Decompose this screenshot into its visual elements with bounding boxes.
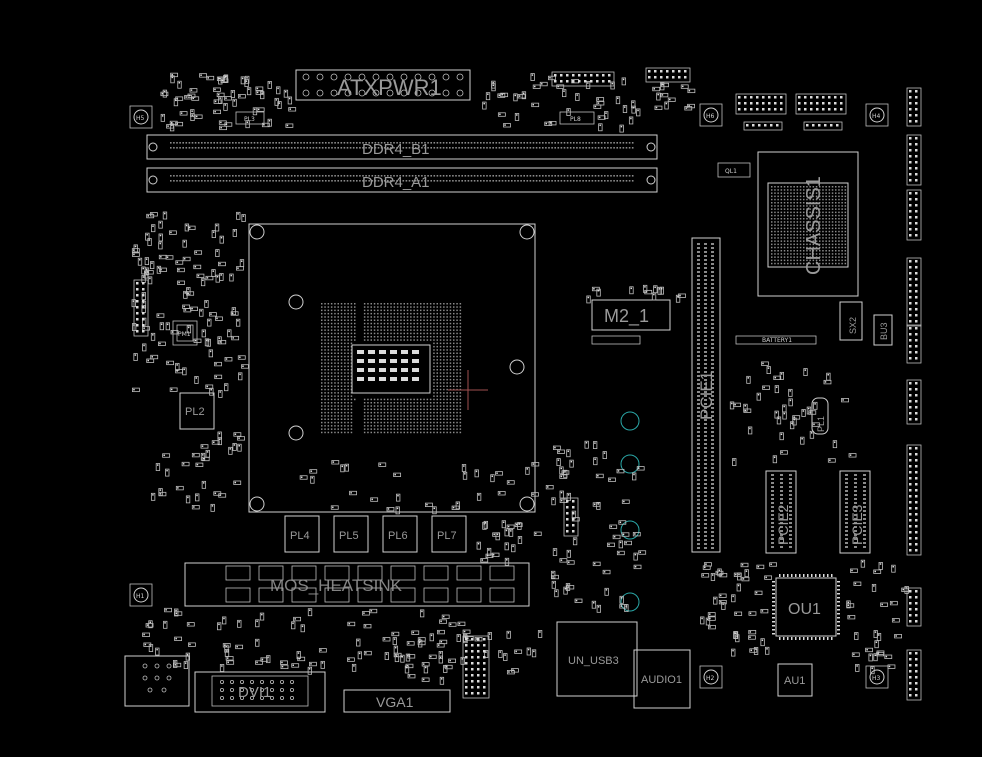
mounting-holes: H5 H6 H4 H1 H2 H3 bbox=[129, 103, 889, 689]
chipset: CHASSIS1 bbox=[757, 151, 859, 297]
h3-label: H3 bbox=[872, 675, 881, 682]
dvi-connector: DVI1 bbox=[194, 671, 326, 713]
pcie3-slot: PCIE3 bbox=[839, 470, 871, 554]
h1-label: H1 bbox=[136, 593, 145, 600]
pl2-label: PL2 bbox=[185, 406, 205, 418]
bu3-label: BU3 bbox=[879, 322, 889, 340]
au1-chip: AU1 bbox=[777, 663, 813, 697]
pcie1-label: PCIE1 bbox=[697, 371, 716, 420]
cpu-socket bbox=[248, 223, 536, 513]
vga-connector: VGA1 bbox=[343, 689, 451, 713]
mos-heatsink: MOS_HEATSINK bbox=[184, 562, 530, 607]
ql1-label: QL1 bbox=[725, 168, 737, 175]
pl1-inductor: PL1 bbox=[811, 397, 829, 435]
bu3-chip: BU3 bbox=[873, 314, 893, 346]
pin-headers bbox=[133, 67, 922, 701]
misc-labels: PM1 PL3 PL8 QL1 bbox=[172, 111, 751, 346]
chipset-label: CHASSIS1 bbox=[803, 176, 825, 275]
h2-label: H2 bbox=[706, 675, 715, 682]
ou1-label: OU1 bbox=[788, 601, 821, 618]
pm1-label: PM1 bbox=[178, 331, 191, 338]
audio-label: AUDIO1 bbox=[641, 674, 682, 686]
pl7-label: PL7 bbox=[437, 530, 457, 542]
pl5-label: PL5 bbox=[339, 530, 359, 542]
atxpwr-label: ATXPWR1 bbox=[337, 75, 442, 100]
ps2-connector bbox=[124, 655, 190, 707]
sx2-chip: SX2 bbox=[839, 301, 863, 341]
h6-label: H6 bbox=[706, 113, 715, 120]
atx-power-connector: ATXPWR1 bbox=[295, 69, 471, 101]
h5-label: H5 bbox=[136, 115, 145, 122]
au1-label: AU1 bbox=[784, 675, 805, 687]
pcie1-slot: PCIE1 bbox=[691, 237, 721, 553]
vga-label: VGA1 bbox=[376, 694, 414, 710]
heatsink-label: MOS_HEATSINK bbox=[270, 576, 403, 595]
ddr4-slot-b: DDR4_B1 bbox=[146, 134, 658, 160]
h4-label: H4 bbox=[872, 113, 881, 120]
sx2-label: SX2 bbox=[848, 317, 858, 334]
audio-connector: AUDIO1 bbox=[633, 649, 691, 709]
pl1-label: PL1 bbox=[816, 416, 826, 432]
pl6-label: PL6 bbox=[388, 530, 408, 542]
usb-label: UN_USB3 bbox=[568, 655, 619, 667]
pcie2-slot: PCIE2 bbox=[765, 470, 797, 554]
pl4-label: PL4 bbox=[290, 530, 310, 542]
pcie3-label: PCIE3 bbox=[849, 504, 865, 545]
vrm-chokes: PL4 PL5 PL6 PL7 PL2 bbox=[179, 392, 467, 553]
pl8-label: PL8 bbox=[570, 116, 581, 123]
ddr4-b-label: DDR4_B1 bbox=[362, 141, 430, 158]
ou1-chip: OU1 bbox=[772, 574, 840, 640]
ddr4-a-label: DDR4_A1 bbox=[362, 174, 430, 191]
pcie2-label: PCIE2 bbox=[775, 504, 791, 545]
m2-label: M2_1 bbox=[604, 306, 649, 327]
battery-label: BATTERY1 bbox=[762, 337, 792, 344]
m2-slot: M2_1 bbox=[591, 299, 671, 345]
ddr4-slot-a: DDR4_A1 bbox=[146, 167, 658, 193]
pl3-label: PL3 bbox=[244, 116, 255, 123]
dvi-label: DVI1 bbox=[238, 684, 271, 701]
battery: BATTERY1 bbox=[735, 335, 817, 345]
capacitors bbox=[620, 411, 640, 612]
usb-connector: UN_USB3 bbox=[556, 621, 638, 697]
